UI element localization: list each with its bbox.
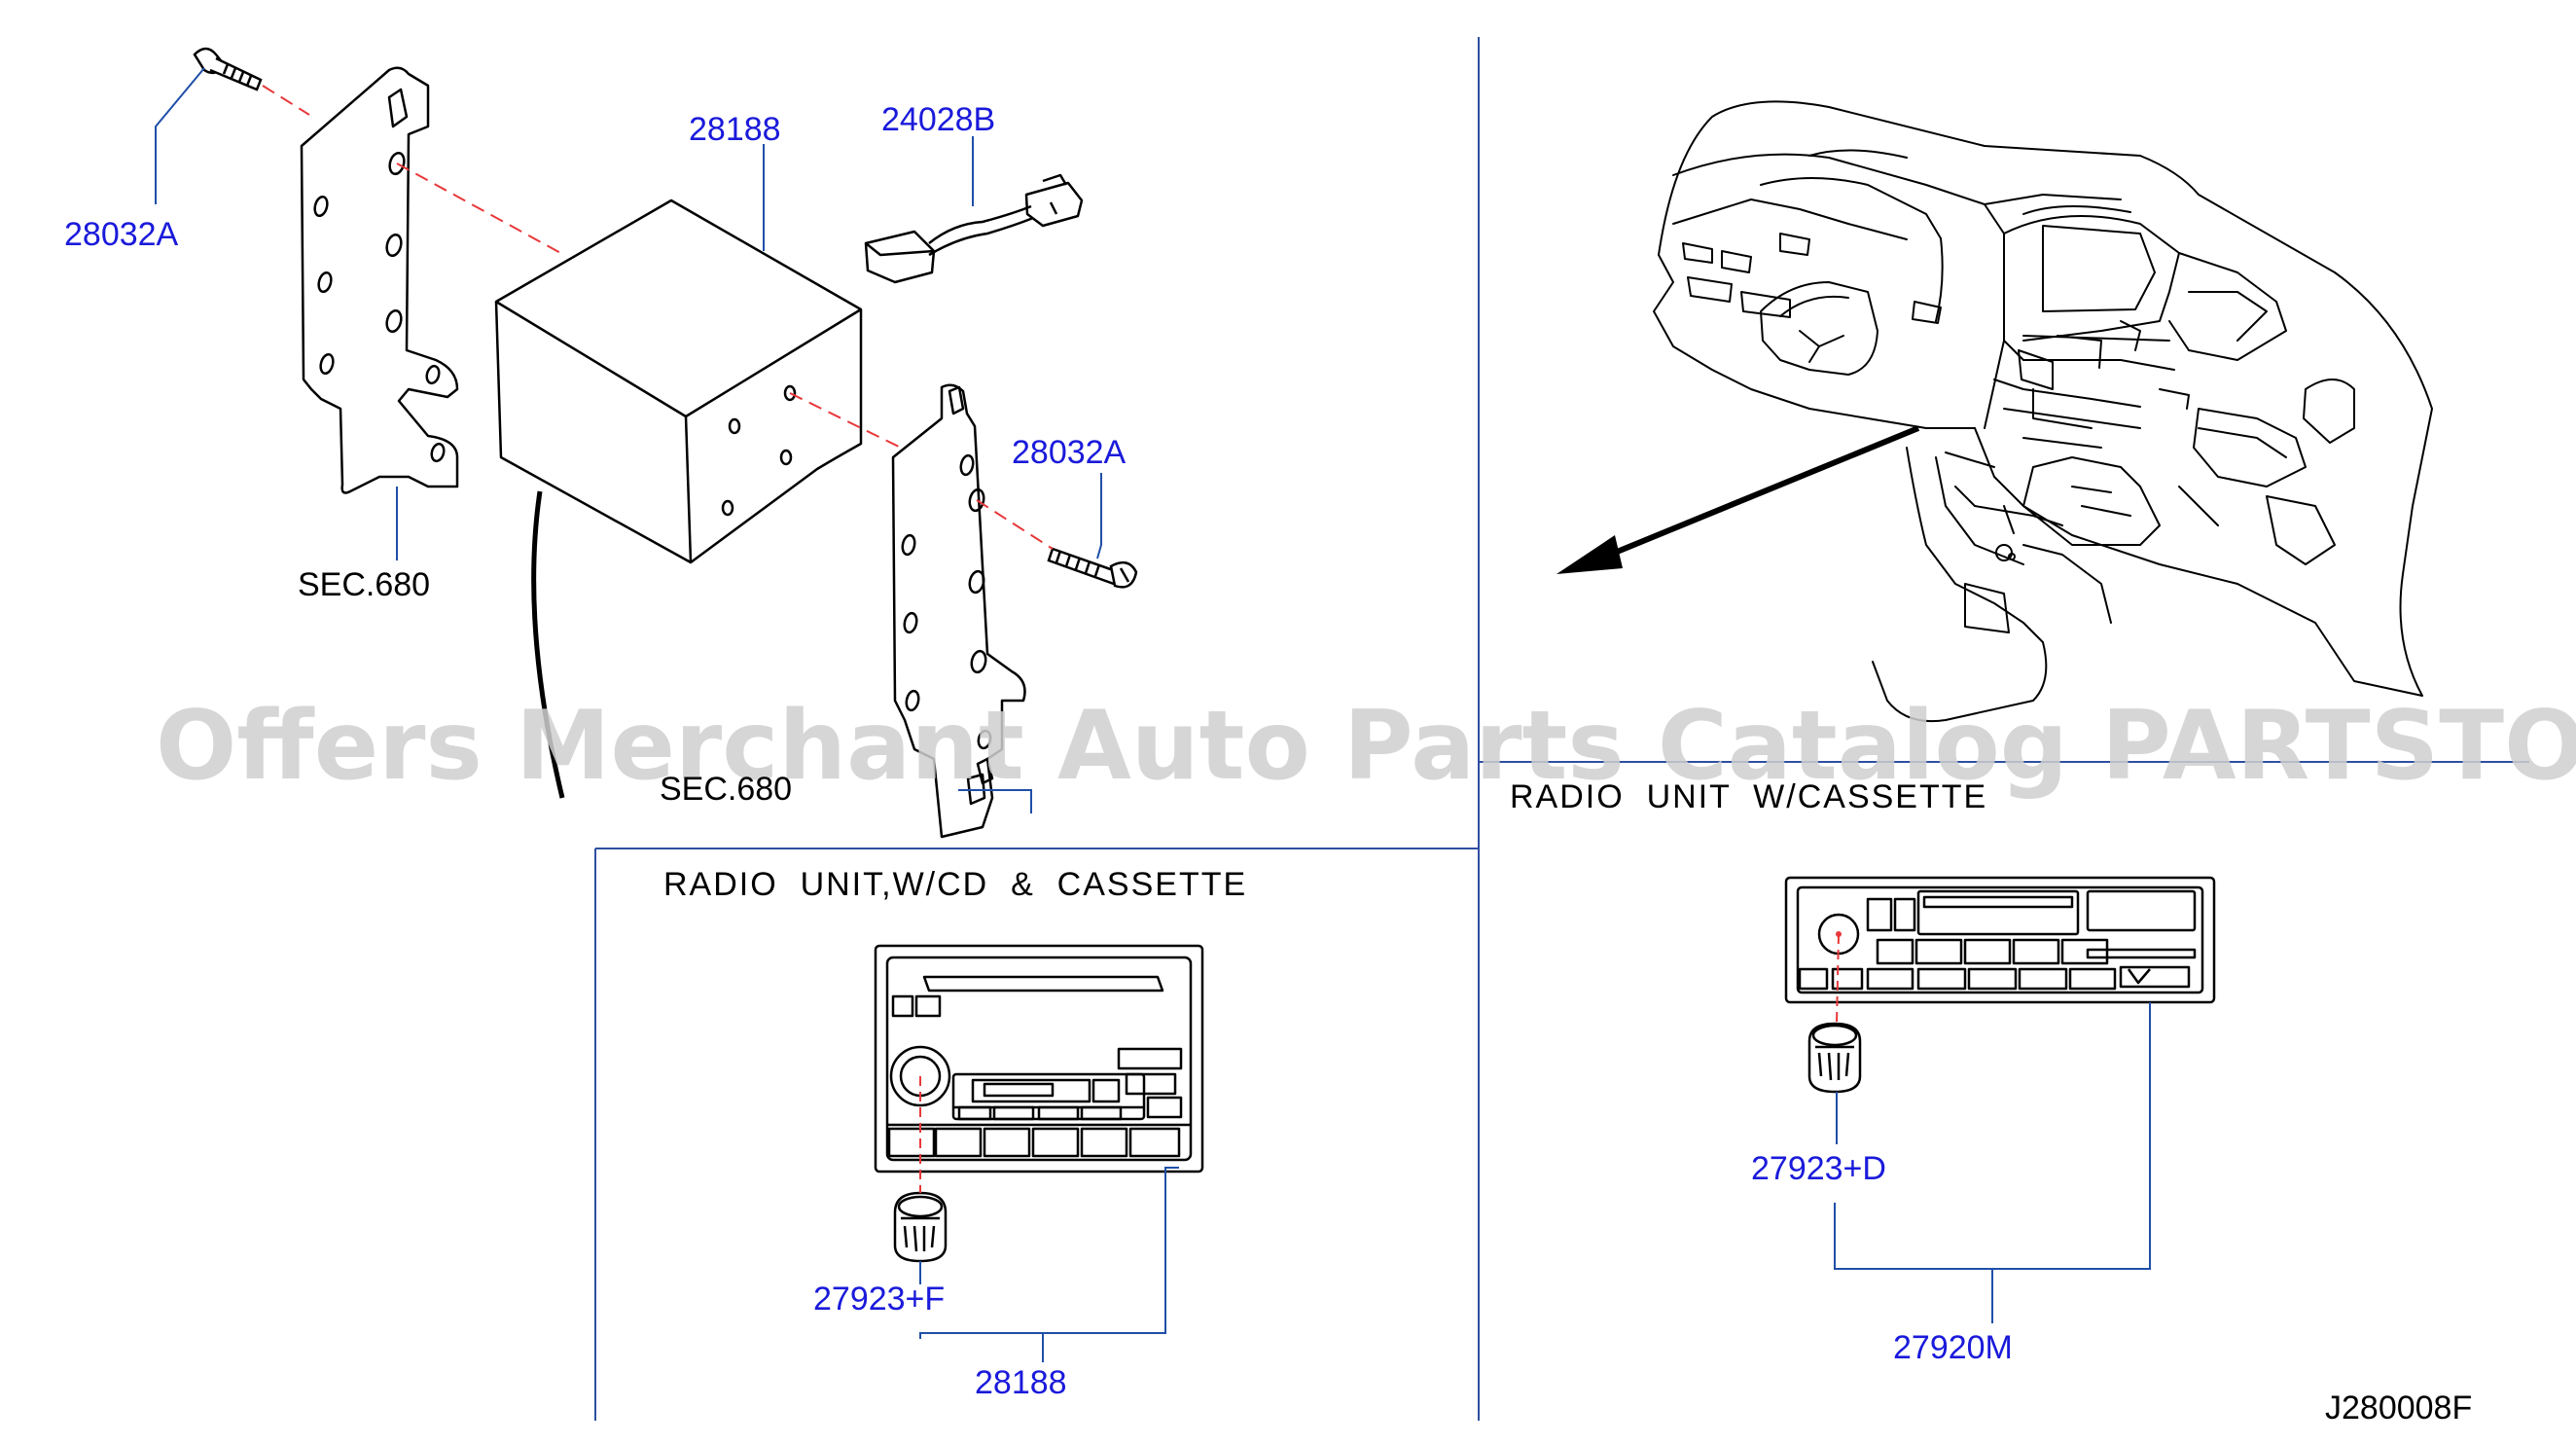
right-screw xyxy=(1047,547,1138,589)
diagram-code: J280008F xyxy=(2325,1390,2472,1426)
section-label-left: SEC.680 xyxy=(298,566,430,603)
dashboard-illustration xyxy=(1653,100,2433,723)
direction-arrow xyxy=(1556,425,1920,574)
radio-cassette-faceplate xyxy=(1784,876,2216,1004)
assembly-dash-lines xyxy=(262,85,1054,550)
part-label-28032A-right: 28032A xyxy=(1012,434,1127,471)
watermark: Offers Merchant Auto Parts Catalog PARTS… xyxy=(156,691,2576,802)
knob-cassette-center xyxy=(1836,931,1842,937)
radio-cd-cassette-faceplate xyxy=(874,944,1204,1173)
section-label-right: SEC.680 xyxy=(660,771,792,808)
leader-lines xyxy=(155,67,2151,1362)
radio-unit-box xyxy=(494,199,863,564)
part-label-28188-bottom: 28188 xyxy=(975,1364,1067,1401)
part-label-28188-top: 28188 xyxy=(689,111,781,148)
panel-title-cd-cassette: RADIO UNIT,W/CD & CASSETTE xyxy=(663,866,1247,903)
knob-cassette-dash xyxy=(1836,933,1840,1025)
knob-cd xyxy=(893,1191,948,1263)
panel-dividers xyxy=(594,37,2529,1421)
left-screw xyxy=(193,47,263,91)
part-label-27920M: 27920M xyxy=(1893,1329,2013,1366)
part-label-27923F: 27923+F xyxy=(813,1281,945,1318)
harness-connector xyxy=(864,173,1084,284)
left-bracket xyxy=(300,66,459,494)
right-bracket xyxy=(891,383,1026,839)
part-label-28032A-left: 28032A xyxy=(64,216,179,253)
knob-cassette xyxy=(1807,1022,1862,1094)
curved-arrow xyxy=(531,490,565,799)
part-label-27923D: 27923+D xyxy=(1751,1150,1886,1187)
panel-title-cassette: RADIO UNIT W/CASSETTE xyxy=(1510,778,1987,815)
part-label-24028B: 24028B xyxy=(881,101,995,138)
